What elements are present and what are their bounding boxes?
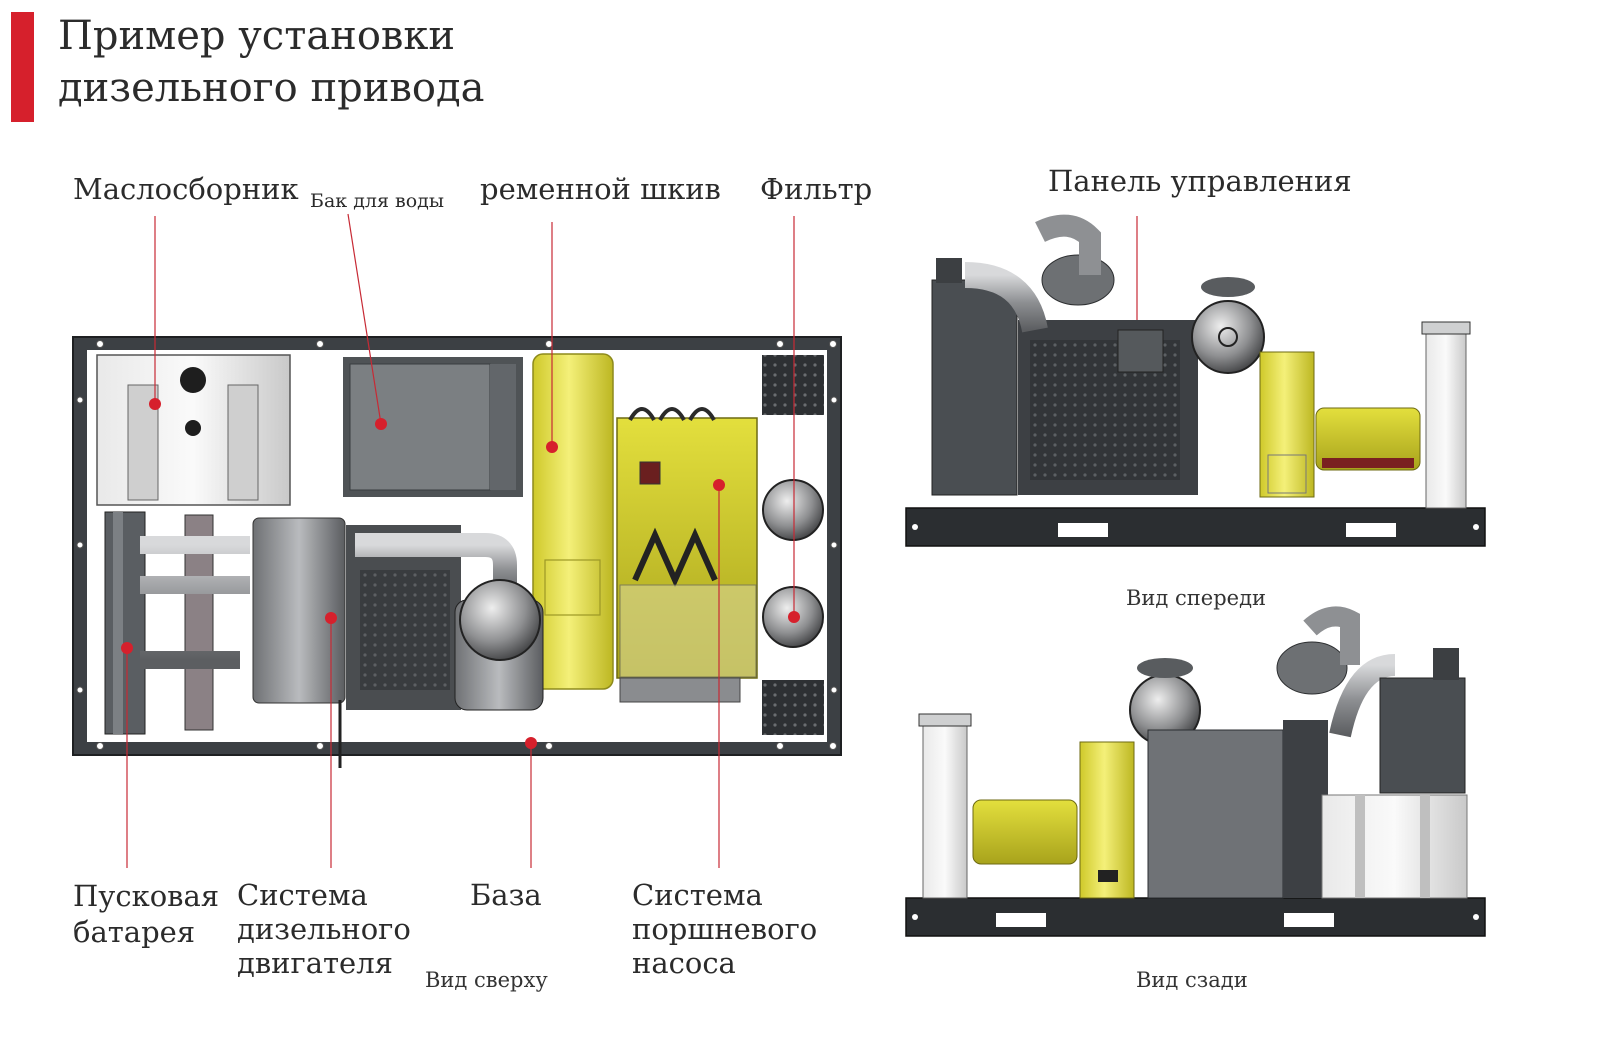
piston-pump: [616, 407, 758, 703]
label-piston-pump-line3: насоса: [632, 946, 736, 980]
rear-pump: [972, 799, 1078, 865]
label-oil-collector: Маслосборник: [73, 172, 299, 206]
rear-engine-cover: [1147, 729, 1284, 899]
caption-top-view: Вид сверху: [425, 968, 548, 992]
label-water-tank: Бак для воды: [310, 190, 444, 212]
label-filter: Фильтр: [760, 172, 873, 206]
page-title: Пример установки дизельного привода: [58, 10, 484, 114]
front-filter: [1425, 329, 1467, 509]
rear-filter: [922, 721, 968, 899]
label-piston-pump-system: Система поршневого насоса: [632, 878, 817, 980]
label-starter-battery: Пусковая батарея: [73, 878, 219, 950]
rear-oil-collector: [1321, 794, 1468, 899]
caption-front-view: Вид спереди: [1126, 586, 1267, 610]
label-piston-pump-line2: поршневого: [632, 912, 818, 946]
rear-view-drawing: [905, 606, 1486, 937]
air-filter: [454, 579, 544, 711]
callout-leader-lines: [126, 213, 1138, 868]
belt-pulley-guard: [532, 353, 614, 690]
label-belt-pulley: ременной шкив: [480, 172, 721, 206]
front-pulley-guard: [1259, 351, 1315, 498]
diesel-engine: [252, 517, 517, 710]
front-pump: [1315, 407, 1421, 471]
label-base: База: [470, 878, 542, 912]
front-radiator: [931, 279, 1018, 496]
title-line-1: Пример установки: [58, 13, 456, 59]
front-base: [905, 507, 1486, 547]
caption-rear-view: Вид сзади: [1136, 968, 1248, 992]
front-view-drawing: [905, 214, 1486, 547]
label-diesel-engine-line2: дизельного: [237, 912, 411, 946]
label-starter-battery-line2: батарея: [73, 915, 196, 949]
oil-collector-tank: [96, 354, 291, 506]
label-starter-battery-line1: Пусковая: [73, 879, 220, 913]
label-control-panel: Панель управления: [1048, 164, 1352, 198]
top-view-drawing: [72, 213, 1143, 868]
radiator-and-battery: [104, 511, 250, 735]
label-diesel-engine-line3: двигателя: [237, 946, 393, 980]
water-tank: [343, 357, 523, 497]
rear-radiator: [1379, 677, 1466, 794]
label-diesel-engine-system: Система дизельного двигателя: [237, 878, 411, 980]
label-piston-pump-line1: Система: [632, 878, 763, 912]
rear-base: [905, 897, 1486, 937]
title-accent-bar: [11, 12, 34, 122]
title-line-2: дизельного привода: [58, 65, 485, 111]
label-diesel-engine-line1: Система: [237, 878, 368, 912]
